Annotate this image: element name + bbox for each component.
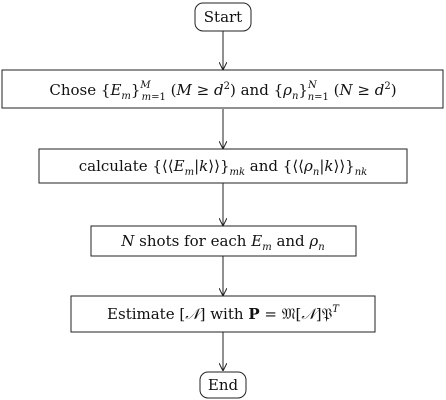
node-start-label: Start	[204, 8, 242, 26]
node-end-label: End	[208, 376, 239, 394]
node-step4-label: Estimate [𝒩] with P = 𝔐[𝒩]𝔓T	[107, 304, 340, 323]
node-start: Start	[194, 2, 252, 32]
node-step3: N shots for each Em and ρn	[90, 225, 357, 257]
node-start-shape	[194, 2, 252, 32]
node-step3-shape	[90, 225, 357, 257]
node-step1-shape	[1, 69, 444, 109]
node-step4-shape	[70, 295, 376, 333]
node-step2: calculate {⟨⟨Em|k⟩⟩}mk and {⟨⟨ρn|k⟩⟩}nk	[38, 148, 408, 184]
node-step2-shape	[38, 148, 408, 184]
node-step2-label: calculate {⟨⟨Em|k⟩⟩}mk and {⟨⟨ρn|k⟩⟩}nk	[79, 157, 367, 178]
node-end-shape	[199, 371, 247, 399]
node-end: End	[199, 371, 247, 399]
node-step3-label: N shots for each Em and ρn	[120, 232, 324, 253]
node-step4: Estimate [𝒩] with P = 𝔐[𝒩]𝔓T	[70, 295, 376, 333]
